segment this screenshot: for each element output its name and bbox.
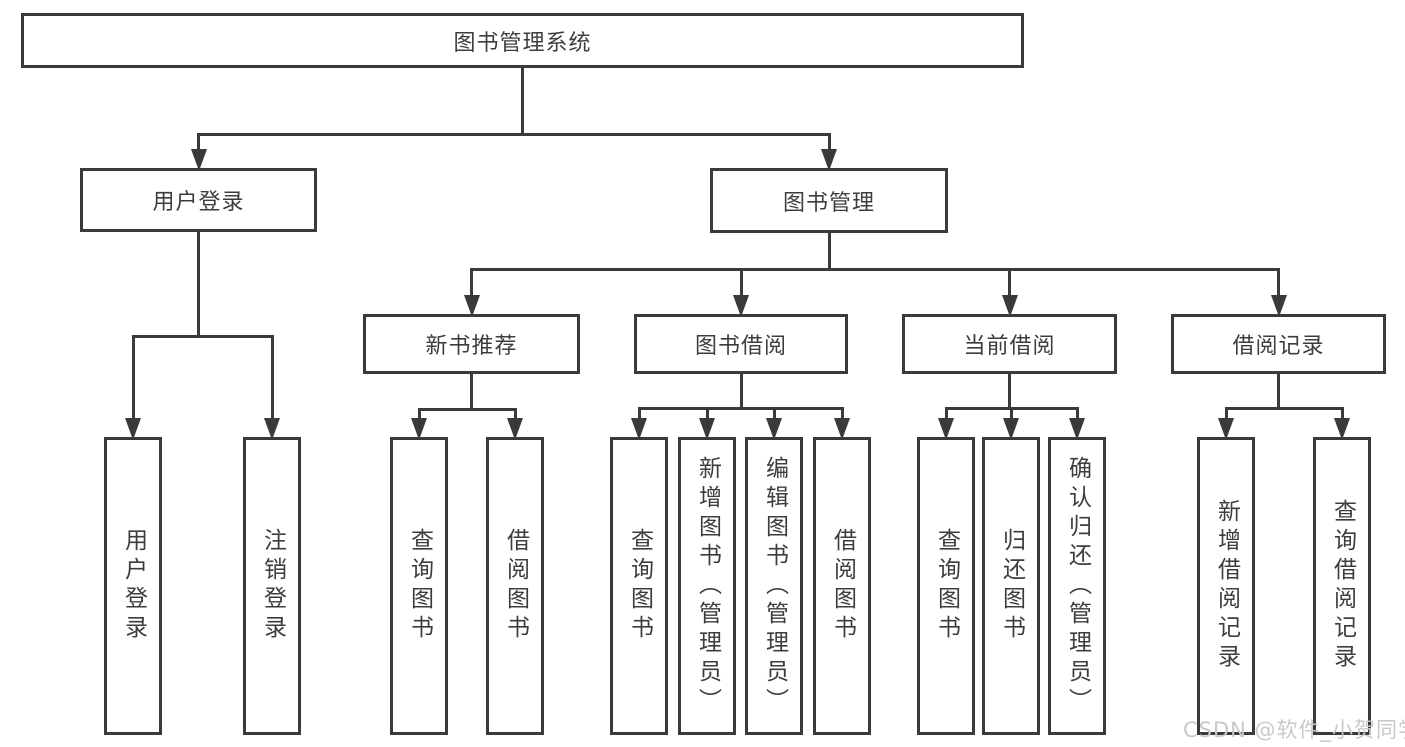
node-label-current-borrow: 当前借阅 <box>963 334 1056 359</box>
node-book-mgmt: 图书管理 <box>710 168 948 233</box>
node-label-leaf-confirm-return: 确认归还（管理员） <box>1064 455 1091 717</box>
node-label-leaf-borrow-book-1: 借阅图书 <box>502 528 529 644</box>
node-leaf-borrow-book-2: 借阅图书 <box>813 437 871 735</box>
connector-line <box>637 407 844 410</box>
connector-line <box>470 268 473 298</box>
connector-line <box>1009 407 1013 421</box>
arrowhead-down-icon <box>264 418 280 440</box>
connector-line <box>705 407 709 421</box>
connector-line <box>944 407 948 421</box>
node-leaf-edit-book-admin: 编辑图书（管理员） <box>745 437 803 735</box>
node-leaf-query-book-3: 查询图书 <box>917 437 975 735</box>
node-label-leaf-edit-book-admin: 编辑图书（管理员） <box>761 455 788 717</box>
arrowhead-down-icon <box>631 418 647 440</box>
node-label-leaf-query-book-1: 查询图书 <box>406 528 433 644</box>
connector-line <box>1075 407 1079 421</box>
node-leaf-query-book-2: 查询图书 <box>610 437 668 735</box>
arrowhead-down-icon <box>1218 418 1234 440</box>
connector-line <box>772 407 776 421</box>
arrowhead-down-icon <box>1270 295 1287 317</box>
arrowhead-down-icon <box>821 149 837 171</box>
connector-line <box>1277 268 1280 298</box>
node-leaf-query-book-1: 查询图书 <box>390 437 448 735</box>
arrowhead-down-icon <box>1003 418 1019 440</box>
node-root: 图书管理系统 <box>21 13 1024 68</box>
connector-line <box>131 335 135 421</box>
arrowhead-down-icon <box>699 418 715 440</box>
arrowhead-down-icon <box>834 418 850 440</box>
arrowhead-down-icon <box>766 418 782 440</box>
node-label-leaf-add-borrow-rec: 新增借阅记录 <box>1213 499 1240 673</box>
connector-line <box>197 231 200 338</box>
connector-line <box>513 408 517 421</box>
connector-line <box>1008 373 1011 410</box>
arrowhead-down-icon <box>1334 418 1350 440</box>
node-label-leaf-borrow-book-2: 借阅图书 <box>829 528 856 644</box>
arrowhead-down-icon <box>1001 295 1018 317</box>
node-label-book-mgmt: 图书管理 <box>782 190 875 216</box>
connector-line <box>470 268 1280 271</box>
node-leaf-return-book: 归还图书 <box>982 437 1040 735</box>
arrowhead-down-icon <box>733 295 749 317</box>
arrowhead-down-icon <box>938 418 954 440</box>
csdn-watermark: CSDN @软件_小贺同学 <box>1183 718 1405 742</box>
connector-line <box>1224 407 1228 421</box>
arrowhead-down-icon <box>507 418 523 440</box>
node-label-leaf-query-borrow-rec: 查询借阅记录 <box>1329 499 1356 673</box>
node-leaf-confirm-return: 确认归还（管理员） <box>1048 437 1106 735</box>
connector-line <box>270 335 274 421</box>
connector-line <box>131 335 274 338</box>
connector-line <box>197 133 200 152</box>
node-leaf-user-login: 用户登录 <box>104 437 162 735</box>
connector-line <box>1340 407 1344 421</box>
connector-line <box>1224 407 1344 410</box>
node-current-borrow: 当前借阅 <box>902 314 1117 374</box>
arrowhead-down-icon <box>411 418 427 440</box>
node-label-book-borrow: 图书借阅 <box>694 334 787 359</box>
connector-line <box>739 373 743 410</box>
connector-line <box>521 67 524 136</box>
arrowhead-down-icon <box>125 418 141 440</box>
arrowhead-down-icon <box>463 295 480 317</box>
node-book-borrow: 图书借阅 <box>634 314 848 374</box>
node-label-user-login: 用户登录 <box>152 190 245 215</box>
node-leaf-logout: 注销登录 <box>243 437 301 735</box>
connector-line <box>417 408 517 411</box>
node-label-leaf-query-book-2: 查询图书 <box>626 528 653 644</box>
node-label-leaf-logout: 注销登录 <box>259 528 286 644</box>
connector-line <box>417 408 421 421</box>
node-label-leaf-return-book: 归还图书 <box>998 528 1025 644</box>
node-label-leaf-add-book-admin: 新增图书（管理员） <box>694 455 721 717</box>
connector-line <box>637 407 641 421</box>
node-new-book-rec: 新书推荐 <box>363 314 580 374</box>
node-label-new-book-rec: 新书推荐 <box>425 334 518 359</box>
connector-line <box>1277 373 1280 410</box>
arrowhead-down-icon <box>1069 418 1085 440</box>
node-leaf-add-borrow-rec: 新增借阅记录 <box>1197 437 1255 735</box>
connector-line <box>197 133 831 136</box>
connector-line <box>1008 268 1011 298</box>
arrowhead-down-icon <box>190 149 207 171</box>
node-leaf-borrow-book-1: 借阅图书 <box>486 437 544 735</box>
node-leaf-add-book-admin: 新增图书（管理员） <box>678 437 736 735</box>
connector-line <box>470 373 473 411</box>
connector-line <box>840 407 844 421</box>
connector-line <box>827 232 831 271</box>
connector-line <box>827 133 831 152</box>
node-label-borrow-record: 借阅记录 <box>1232 334 1325 359</box>
node-label-root: 图书管理系统 <box>453 30 592 56</box>
connector-line <box>739 268 743 298</box>
node-leaf-query-borrow-rec: 查询借阅记录 <box>1313 437 1371 735</box>
node-borrow-record: 借阅记录 <box>1171 314 1386 374</box>
node-label-leaf-user-login: 用户登录 <box>120 528 147 644</box>
node-label-leaf-query-book-3: 查询图书 <box>933 528 960 644</box>
node-user-login: 用户登录 <box>80 168 317 232</box>
